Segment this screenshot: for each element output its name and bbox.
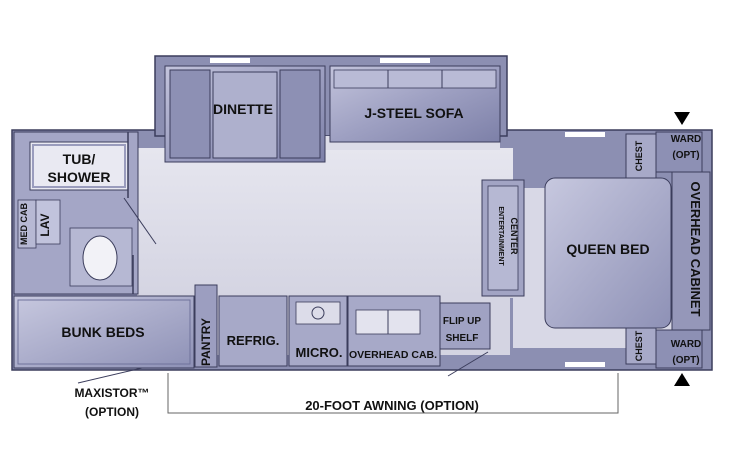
entertainment-label-line2: CENTER: [509, 217, 519, 255]
ward-top-label-line1: WARD: [671, 134, 702, 145]
ward-bottom-label-line1: WARD: [671, 339, 702, 350]
pantry-label: PANTRY: [199, 318, 213, 366]
entertainment-center: [481, 179, 525, 297]
bathroom: [13, 131, 157, 295]
ward-top-label-line2: (OPT): [672, 150, 699, 161]
maxistor-label-line2: (OPTION): [85, 405, 139, 419]
tub-label-line2: SHOWER: [48, 169, 111, 185]
entry-marker-bottom: [674, 373, 690, 386]
flip-shelf-label-line2: SHELF: [446, 333, 479, 344]
sofa-label: J-STEEL SOFA: [364, 105, 463, 121]
overhead-cab-label: OVERHEAD CAB.: [349, 349, 437, 361]
maxistor-label-line1: MAXISTOR™: [74, 386, 149, 400]
chest-bottom-label: CHEST: [634, 330, 644, 361]
maxistor-leader: [77, 367, 143, 384]
overhead-cabinet-label: OVERHEAD CABINET: [688, 181, 703, 316]
chest-top-label: CHEST: [634, 140, 644, 171]
sofa: [210, 58, 501, 143]
queen-bed-label: QUEEN BED: [566, 241, 649, 257]
flip-shelf-label-line1: FLIP UP: [443, 316, 481, 327]
bunk-beds-label: BUNK BEDS: [61, 324, 144, 340]
awning-bracket: [167, 373, 619, 414]
bedroom: [544, 131, 711, 369]
entertainment-label-line1: ENTERTAINMENT: [497, 206, 504, 266]
dinette-area: [164, 65, 326, 163]
med-cab-label: MED CAB: [19, 203, 29, 245]
refrig-label: REFRIG.: [227, 333, 280, 348]
kitchen: [194, 284, 491, 377]
tub-label-line1: TUB/: [63, 151, 96, 167]
ward-bottom-label-line2: (OPT): [672, 355, 699, 366]
micro-label: MICRO.: [296, 345, 343, 360]
lav-label: LAV: [38, 213, 52, 236]
entry-marker-top: [674, 112, 690, 125]
bunk-beds: [13, 295, 195, 369]
awning-label: 20-FOOT AWNING (OPTION): [305, 398, 479, 413]
dinette-label: DINETTE: [213, 101, 273, 117]
